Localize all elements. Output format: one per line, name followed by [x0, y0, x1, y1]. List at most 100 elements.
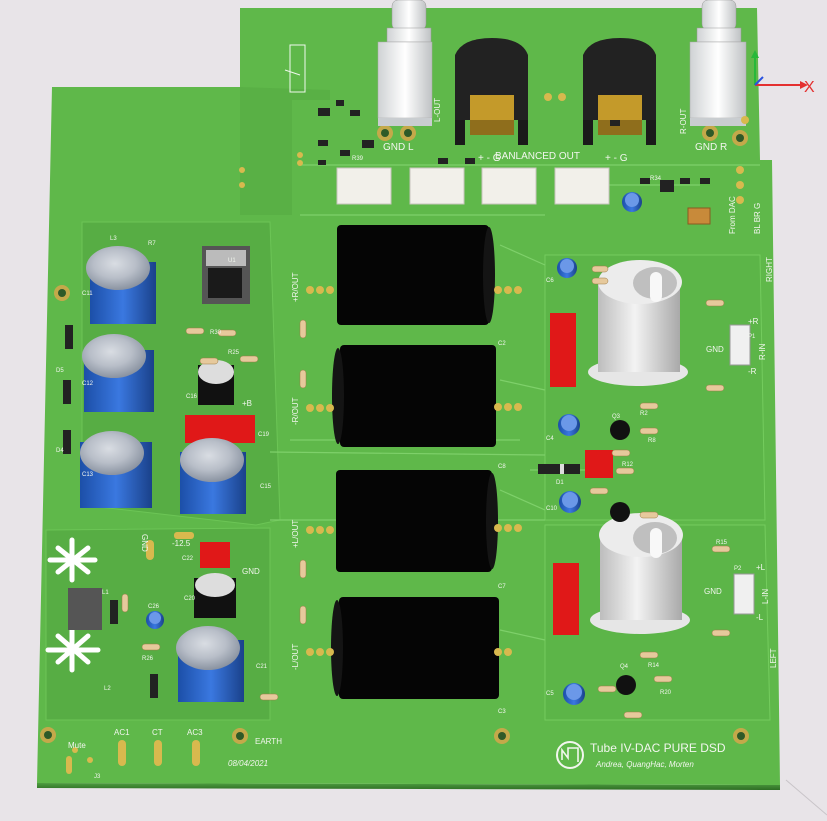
ref-r14: R14	[648, 663, 660, 669]
film-capacitor	[337, 225, 495, 325]
ref-q4: Q4	[620, 664, 629, 670]
ref-q3: Q3	[612, 414, 621, 420]
ref-c19: C19	[258, 432, 270, 438]
pin-header-l-in	[733, 573, 755, 615]
xlr-connector-right	[583, 38, 656, 145]
ref-j3: J3	[94, 774, 101, 780]
ref-c5: C5	[546, 691, 554, 697]
label-balanced-out: BANLANCED OUT	[495, 151, 580, 162]
label-ct: CT	[152, 728, 163, 737]
label-minus-12-5: -12.5	[172, 539, 191, 548]
small-ecap	[146, 611, 164, 629]
ref-c26: C26	[148, 604, 160, 610]
label-dac-pins: BL BR G	[753, 203, 762, 234]
ref-c4: C4	[546, 436, 554, 442]
label-l-out: L-OUT	[433, 98, 442, 122]
ref-c3: C3	[498, 709, 506, 715]
diode	[538, 464, 580, 474]
label-plus-l-out: +L/OUT	[291, 520, 300, 548]
red-capacitor	[585, 450, 613, 478]
mounting-hole	[400, 125, 416, 141]
mounting-hole	[494, 728, 510, 744]
ref-c16: C16	[186, 394, 198, 400]
label-r-out: R-OUT	[679, 109, 688, 134]
small-ecap	[563, 683, 585, 705]
ref-r20: R20	[660, 690, 672, 696]
transistor	[616, 675, 636, 695]
mounting-hole	[54, 285, 70, 301]
label-gnd-left-input: GND	[704, 587, 722, 596]
ref-c20: C20	[184, 596, 196, 602]
electrolytic-capacitor	[86, 246, 156, 324]
label-gnd-psu: GND	[242, 567, 260, 576]
relay-row	[336, 167, 610, 205]
ref-d4: D4	[56, 448, 64, 454]
ref-c8: C8	[498, 464, 506, 470]
label-ac1: AC1	[114, 728, 130, 737]
small-ecap	[557, 258, 577, 278]
ref-d1: D1	[556, 480, 564, 486]
ref-p1: P1	[748, 334, 756, 340]
transistor	[610, 502, 630, 522]
board-title: Tube IV-DAC PURE DSD	[590, 741, 726, 755]
electrolytic-capacitor	[176, 626, 244, 702]
label-r-in: R-IN	[758, 343, 767, 360]
label-plus-r-out: +R/OUT	[291, 272, 300, 302]
heatsink	[45, 537, 101, 673]
label-date: 08/04/2021	[228, 759, 268, 768]
small-ecap	[559, 491, 581, 513]
ref-u1: U1	[228, 258, 236, 264]
ref-l2: L2	[104, 686, 111, 692]
red-capacitor	[550, 313, 576, 387]
label-minus-r-out: -R/OUT	[291, 397, 300, 425]
bnc-connector-left	[377, 0, 433, 126]
ref-r25: R25	[228, 350, 240, 356]
ref-r8: R8	[648, 438, 656, 444]
ref-c12: C12	[82, 381, 94, 387]
ref-r34: R34	[650, 176, 662, 182]
electrolytic-capacitor	[80, 431, 152, 508]
ref-c6: C6	[546, 278, 554, 284]
voltage-regulator	[202, 246, 250, 304]
label-gnd-right-input: GND	[706, 345, 724, 354]
label-mute: Mute	[68, 741, 86, 750]
ref-c11: C11	[82, 291, 93, 297]
ref-p2: P2	[734, 566, 742, 572]
black-capacitor	[194, 573, 236, 618]
vacuum-tube-left	[590, 513, 690, 634]
mounting-hole	[232, 728, 248, 744]
ref-r15: R15	[716, 540, 728, 546]
ref-r39: R39	[352, 156, 364, 162]
label-plus-l: +L	[756, 563, 766, 572]
label-gnd-l: GND L	[383, 142, 414, 153]
label-left: LEFT	[769, 648, 778, 668]
label-plus-r: +R	[748, 317, 759, 326]
svg-text:X: X	[804, 79, 815, 96]
label-gnd-vertical: GND	[140, 534, 149, 552]
label-l-in: L-IN	[761, 589, 770, 604]
transistor	[610, 420, 630, 440]
ref-r30: R30	[210, 330, 222, 336]
ref-c13: C13	[82, 472, 94, 478]
film-capacitor	[336, 470, 498, 572]
label-right: RIGHT	[765, 257, 774, 282]
label-minus-l: -L	[756, 613, 764, 622]
bnc-connector-right	[689, 0, 747, 126]
film-capacitor	[331, 597, 499, 699]
small-ecap-top	[622, 192, 642, 212]
board-authors: Andrea, QuangHac, Morten	[595, 760, 694, 769]
ref-r26: R26	[142, 656, 154, 662]
ref-c2: C2	[498, 341, 506, 347]
pcb-edge	[37, 783, 780, 790]
mounting-hole	[733, 728, 749, 744]
small-ecap	[558, 414, 580, 436]
film-capacitor	[332, 345, 496, 447]
label-minus-l-out: -L/OUT	[291, 644, 300, 670]
ref-r7: R7	[148, 241, 156, 247]
ref-c22: C22	[182, 556, 194, 562]
black-capacitor	[198, 360, 234, 405]
label-from-dac: From DAC	[728, 196, 737, 234]
mounting-hole	[702, 125, 718, 141]
electrolytic-capacitor	[82, 334, 154, 412]
ref-c7: C7	[498, 584, 506, 590]
